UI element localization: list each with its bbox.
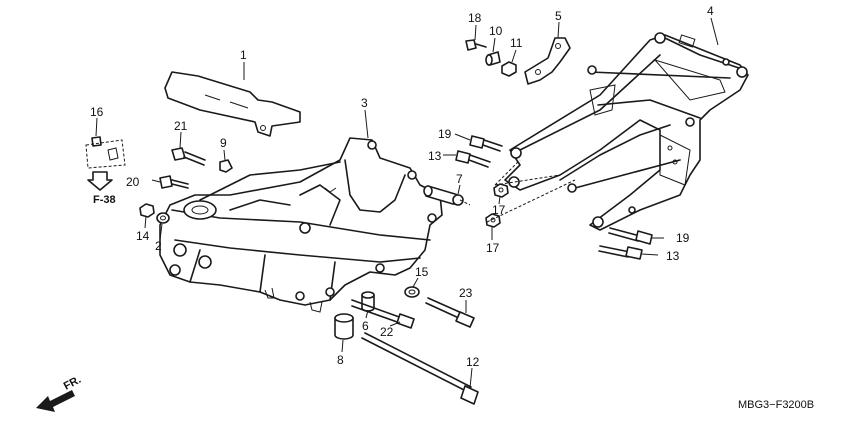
- callout-13-right: 13: [666, 249, 680, 263]
- bolt-21: [171, 147, 206, 166]
- callout-9: 9: [220, 136, 227, 150]
- callout-3: 3: [361, 96, 368, 110]
- bolt-19-left: [469, 135, 503, 152]
- bolt-20: [159, 175, 189, 189]
- guide-line-17-upper: [494, 159, 561, 186]
- rear-sub-frame: [504, 32, 749, 231]
- bolt-13-left: [455, 150, 491, 168]
- callout-14: 14: [136, 229, 150, 243]
- callout-23: 23: [459, 286, 473, 300]
- callout-6: 6: [362, 319, 369, 333]
- nut-14: [139, 203, 155, 218]
- callout-1: 1: [240, 48, 247, 62]
- main-frame: [159, 137, 443, 313]
- callout-17-upper: 17: [492, 203, 506, 217]
- long-bolt-12: [361, 332, 479, 405]
- nut-11: [501, 61, 517, 77]
- bracket-5: [524, 37, 571, 85]
- callout-4: 4: [707, 4, 714, 18]
- collar-6: [361, 291, 375, 312]
- section-reference-label: F-38: [93, 194, 116, 206]
- nut-17-upper: [493, 183, 509, 198]
- callout-11: 11: [510, 36, 523, 50]
- clip-16-detail: [85, 139, 126, 169]
- callout-17-lower: 17: [486, 241, 500, 255]
- callout-5: 5: [555, 9, 562, 23]
- bolt-23: [425, 297, 475, 328]
- bolt-19-right: [608, 227, 653, 245]
- washer-15: [404, 286, 420, 298]
- clip-16: [91, 136, 102, 147]
- callout-21: 21: [174, 119, 188, 133]
- callout-10: 10: [489, 24, 503, 38]
- leader-lines: [95, 17, 719, 389]
- callout-16: 16: [90, 105, 104, 119]
- callout-labels: 1 2 3 4 5 6 7 8 9 10 11 12 13 13 14 15 1…: [90, 4, 714, 369]
- guide-line-7: [459, 199, 471, 206]
- callout-2: 2: [155, 239, 162, 253]
- collar-10: [485, 51, 501, 66]
- callout-18: 18: [468, 11, 482, 25]
- callout-20: 20: [126, 175, 140, 189]
- callout-8: 8: [337, 353, 344, 367]
- upper-bracket-plate: [164, 71, 301, 137]
- diagram-code: MBG3−F3200B: [738, 399, 814, 411]
- callout-12: 12: [466, 355, 480, 369]
- bolt-22: [351, 299, 415, 329]
- collar-8: [334, 313, 354, 340]
- callout-22: 22: [380, 325, 394, 339]
- front-direction-indicator: FR.: [36, 374, 83, 412]
- clip-9: [219, 159, 233, 173]
- bolt-18: [465, 39, 487, 51]
- callout-19-left: 19: [438, 127, 452, 141]
- front-direction-label: FR.: [62, 374, 83, 393]
- callout-13-left: 13: [428, 149, 442, 163]
- section-reference-arrow: F-38: [87, 171, 116, 206]
- bolt-13-right: [598, 245, 643, 260]
- callout-7: 7: [456, 172, 463, 186]
- washer-2: [156, 212, 170, 224]
- guide-line-17-lower: [486, 179, 576, 223]
- callout-19-right: 19: [676, 231, 690, 245]
- pivot-collar-7: [423, 185, 464, 206]
- callout-15: 15: [415, 265, 429, 279]
